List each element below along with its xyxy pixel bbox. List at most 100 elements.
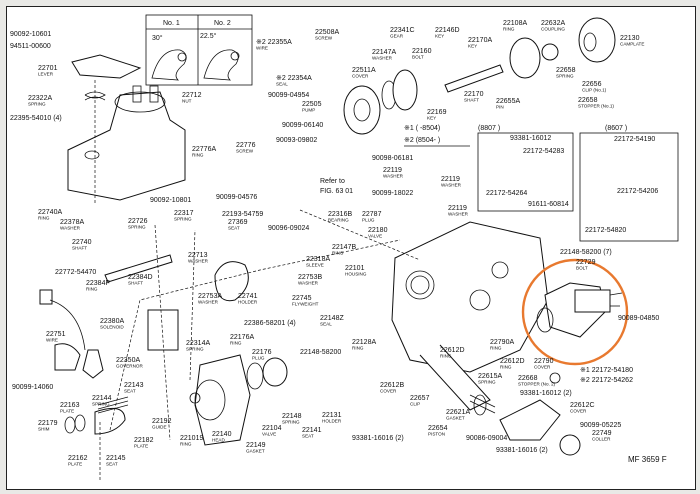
part-number: 22317: [174, 210, 194, 217]
inset-tab-no1: No. 1: [163, 20, 180, 27]
callout-22172-54206: 22172-54206: [617, 188, 658, 195]
part-number: 22615A: [478, 373, 502, 380]
part-name: PLUG: [362, 218, 375, 223]
part-number: 22612D: [440, 347, 465, 354]
part-name: NUT: [182, 99, 192, 104]
part-number: 22192: [152, 418, 172, 425]
part-number: 22148-58200: [300, 349, 341, 356]
part-name: RING: [230, 341, 242, 346]
part-number: 22612B: [380, 382, 404, 389]
part-number: 90098-06181: [372, 155, 413, 162]
part-number: 22145: [106, 455, 126, 462]
part-name: RING: [86, 287, 98, 292]
part-name: LEVER: [38, 72, 54, 77]
part-number: 22341C: [390, 27, 415, 34]
part-number: 90092-10801: [150, 197, 191, 204]
part-number: 22172-54206: [617, 188, 658, 195]
part-number: 90099-05225: [580, 422, 621, 429]
part-name: COLLER: [592, 437, 611, 442]
callout-90099-18022: 90099-18022: [372, 190, 413, 197]
part-number: 22751: [46, 331, 66, 338]
inset-tab-no2: No. 2: [214, 20, 231, 27]
governor-cover-drawing: [67, 54, 186, 201]
part-number: 22148-58200 (7): [560, 249, 612, 256]
part-number: 22395-54010 (4): [10, 115, 62, 122]
part-number: 22658: [556, 67, 576, 74]
part-number: 22740A: [38, 209, 62, 216]
part-number: 22314A: [186, 340, 210, 347]
part-name: COVER: [534, 365, 551, 370]
serial-note-2: ※2 (8504- ): [404, 137, 440, 144]
drive-shaft-assembly-drawing: [343, 17, 616, 135]
part-name: SPRING: [186, 347, 204, 352]
part-number: 22316B: [328, 211, 352, 218]
part-number: 22163: [60, 402, 80, 409]
part-name: VALVE: [368, 234, 382, 239]
part-number: 221019: [180, 435, 203, 442]
part-number: 22128A: [352, 339, 376, 346]
part-number: 90086-09004: [466, 435, 507, 442]
part-number: 22654: [428, 425, 448, 432]
part-number: 22176A: [230, 334, 254, 341]
callout-22395-540104: 22395-54010 (4): [10, 115, 62, 122]
part-name: SEAL: [320, 322, 332, 327]
part-name: RING: [490, 346, 502, 351]
part-number: 22144: [92, 395, 112, 402]
part-number: 22148: [282, 413, 302, 420]
part-number: 22380A: [100, 318, 124, 325]
part-name: KEY: [427, 116, 436, 121]
part-number: 22119: [448, 205, 467, 212]
callout-90086-09004: 90086-09004: [466, 435, 507, 442]
lever-angle-inset: No. 1 No. 2 30° 22.5°: [145, 14, 253, 86]
part-number: 22176: [252, 349, 272, 356]
part-name: STOPPER (No. 2): [518, 382, 556, 387]
part-name: WASHER: [60, 226, 81, 231]
highlighted-assembly-drawing: [521, 258, 629, 366]
part-number: 90099-04576: [216, 194, 257, 201]
part-number: 93381-16016 (2): [496, 447, 548, 454]
part-name: COVER: [570, 409, 587, 414]
angle-label-30: 30°: [152, 34, 163, 42]
part-number: 22384F: [86, 280, 110, 287]
part-name: HEAD: [212, 438, 225, 443]
callout-90092-10801: 90092-10801: [150, 197, 191, 204]
part-number: 22149: [246, 442, 266, 449]
solenoid-wire-drawing: [39, 254, 173, 379]
part-number: 22740: [72, 239, 92, 246]
callout-22148-58200: 22148-58200: [300, 349, 341, 356]
part-name: SPRING: [478, 380, 496, 385]
callout-90099-14060: 90099-14060: [12, 384, 53, 391]
part-number: 22141: [302, 427, 322, 434]
part-name: WASHER: [448, 212, 469, 217]
part-number: ※2 22354A: [276, 75, 312, 82]
part-name: PIN: [496, 105, 504, 110]
callout-90099-04576: 90099-04576: [216, 194, 257, 201]
part-name: PLATE: [60, 409, 74, 414]
part-name: SEAT: [228, 226, 240, 231]
part-name: SHAFT: [72, 246, 87, 251]
callout-90092-10601: 90092-10601: [10, 31, 51, 38]
part-name: SEAL: [276, 82, 288, 87]
part-name: SEAT: [302, 434, 314, 439]
